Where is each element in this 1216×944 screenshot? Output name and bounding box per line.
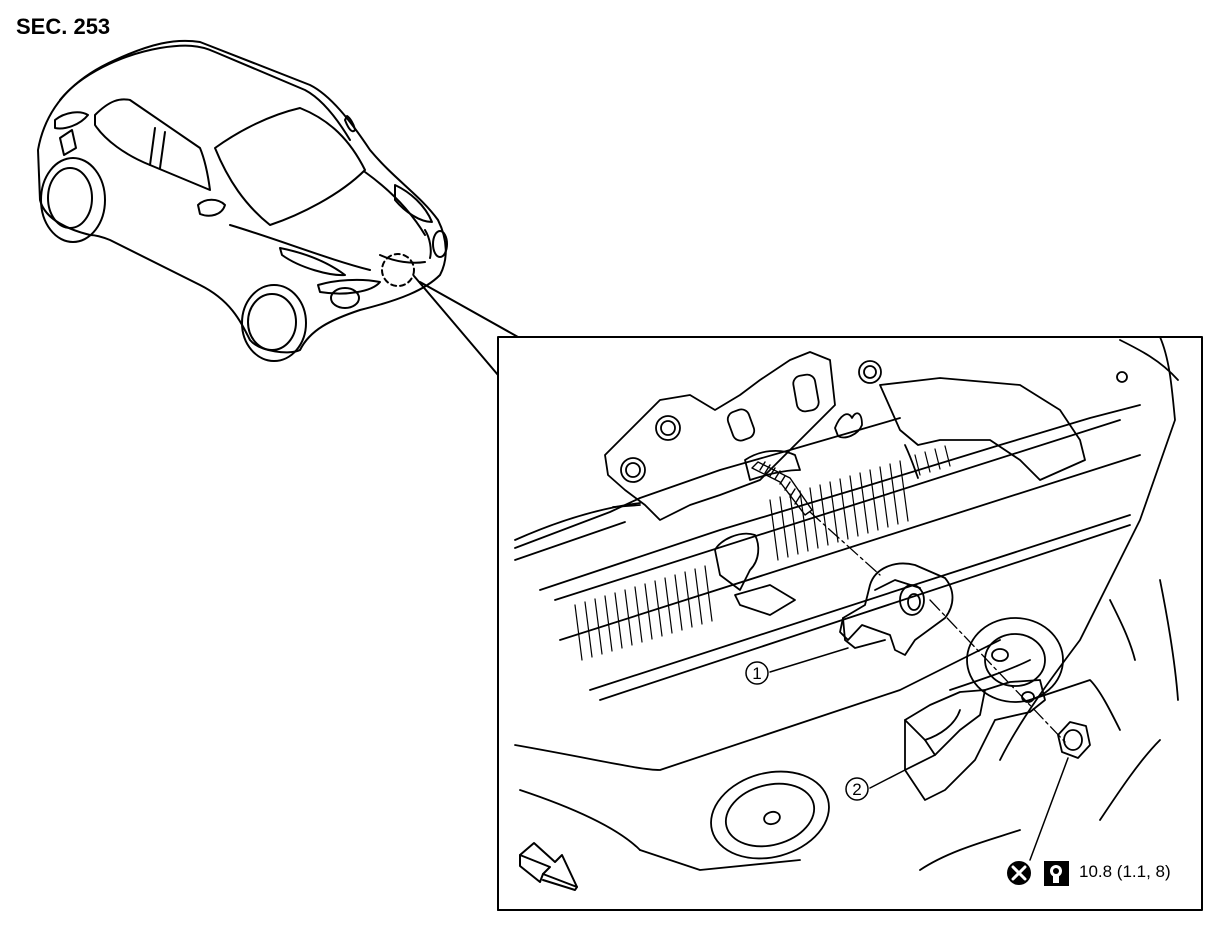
do-not-reuse-icon <box>1007 861 1031 885</box>
bracket-part-2 <box>904 679 1046 801</box>
detail-view <box>514 336 1179 871</box>
callout-2-number: 2 <box>852 780 861 799</box>
callout-2: 2 <box>845 777 869 801</box>
sensor-part-1 <box>839 562 954 656</box>
section-number: SEC. 253 <box>16 14 111 39</box>
torque-value: 10.8 (1.1, 8) <box>1079 862 1171 881</box>
detail-leader-line <box>413 275 519 911</box>
front-direction-arrow-icon <box>519 842 578 891</box>
callout-1-number: 1 <box>752 664 761 683</box>
callout-1: 1 <box>745 661 769 685</box>
tightening-torque-icon <box>1044 861 1069 886</box>
nut-part <box>1057 721 1091 759</box>
vehicle-overview <box>37 39 448 362</box>
